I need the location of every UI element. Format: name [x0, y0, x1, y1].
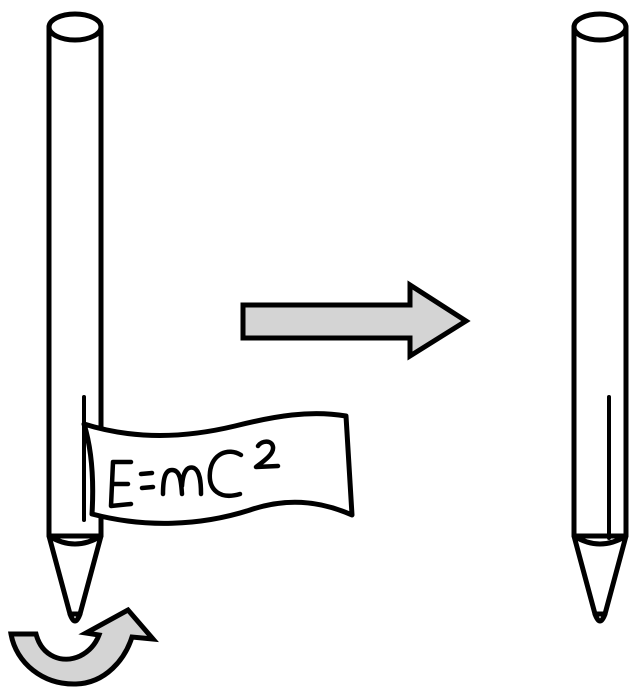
rotation-arrow-shape: [8, 606, 159, 687]
rotation-arrow-icon: [8, 606, 159, 687]
label-paper: [81, 411, 355, 526]
right-pencil-tip: [571, 533, 629, 617]
right-pencil-body: [571, 24, 629, 539]
left-pencil-icon: [46, 11, 104, 624]
left-pencil-cap: [46, 11, 104, 43]
equation-label: [81, 411, 355, 526]
right-arrow-icon: [240, 280, 471, 361]
right-arrow-shape: [240, 280, 471, 361]
label-handwriting: [108, 439, 281, 509]
right-pencil-cap: [571, 11, 629, 43]
right-pencil-icon: [571, 11, 629, 624]
left-pencil-point: [67, 611, 83, 624]
right-pencil-point: [592, 611, 608, 624]
left-pencil-tip: [46, 533, 104, 617]
